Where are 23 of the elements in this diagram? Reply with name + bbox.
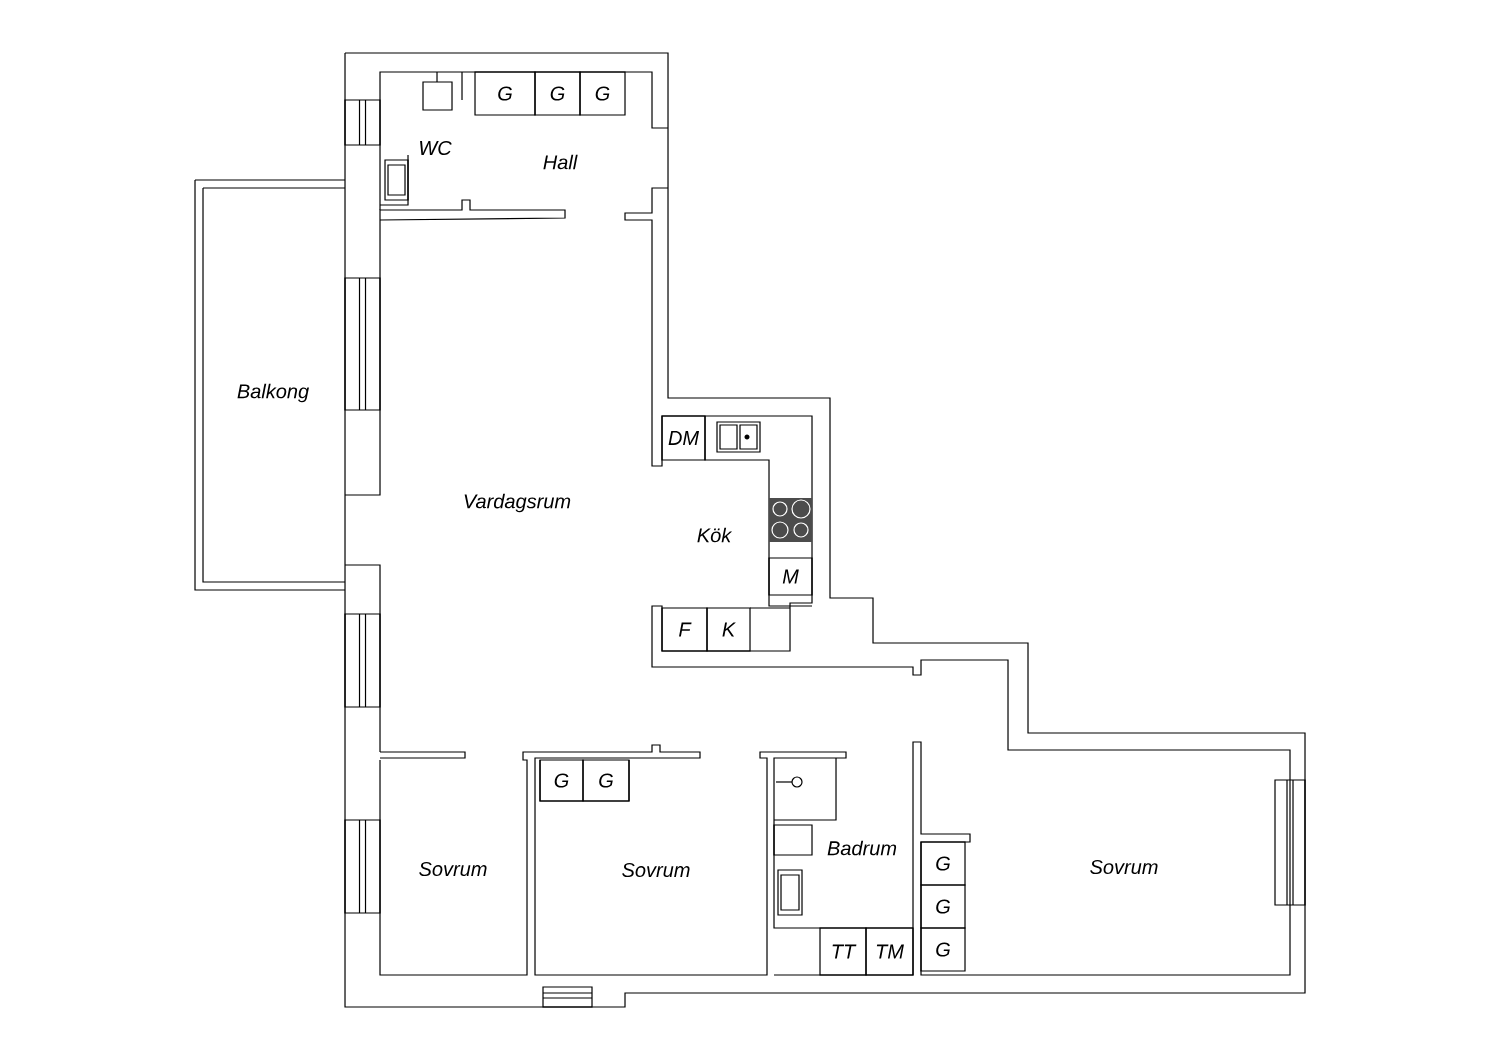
room-label: Vardagsrum bbox=[464, 493, 571, 513]
cabinet-box: DM bbox=[661, 415, 706, 461]
cabinet-box: G bbox=[920, 841, 966, 886]
cabinet-box: TT bbox=[819, 927, 867, 976]
cabinet-box: G bbox=[539, 759, 584, 802]
cabinet-box: TM bbox=[865, 927, 914, 976]
cabinet-box: G bbox=[579, 71, 626, 116]
room-label: Kök bbox=[697, 527, 733, 543]
cabinet-box: G bbox=[582, 759, 630, 802]
cabinet-box: K bbox=[706, 607, 751, 652]
room-label: WC bbox=[420, 140, 452, 156]
room-label: Sovrum bbox=[622, 862, 690, 878]
cabinet-box: M bbox=[768, 557, 813, 596]
cabinet-box: G bbox=[920, 884, 966, 929]
room-label: Hall bbox=[543, 154, 578, 170]
cabinet-box: F bbox=[661, 607, 708, 652]
room-label: Sovrum bbox=[1090, 859, 1158, 875]
cabinet-box: G bbox=[534, 71, 581, 116]
cabinet-box: G bbox=[474, 71, 536, 116]
room-label: Badrum bbox=[827, 840, 897, 856]
room-label: Sovrum bbox=[419, 861, 487, 877]
room-label: Balkong bbox=[237, 383, 309, 403]
cabinet-box: G bbox=[920, 927, 966, 972]
